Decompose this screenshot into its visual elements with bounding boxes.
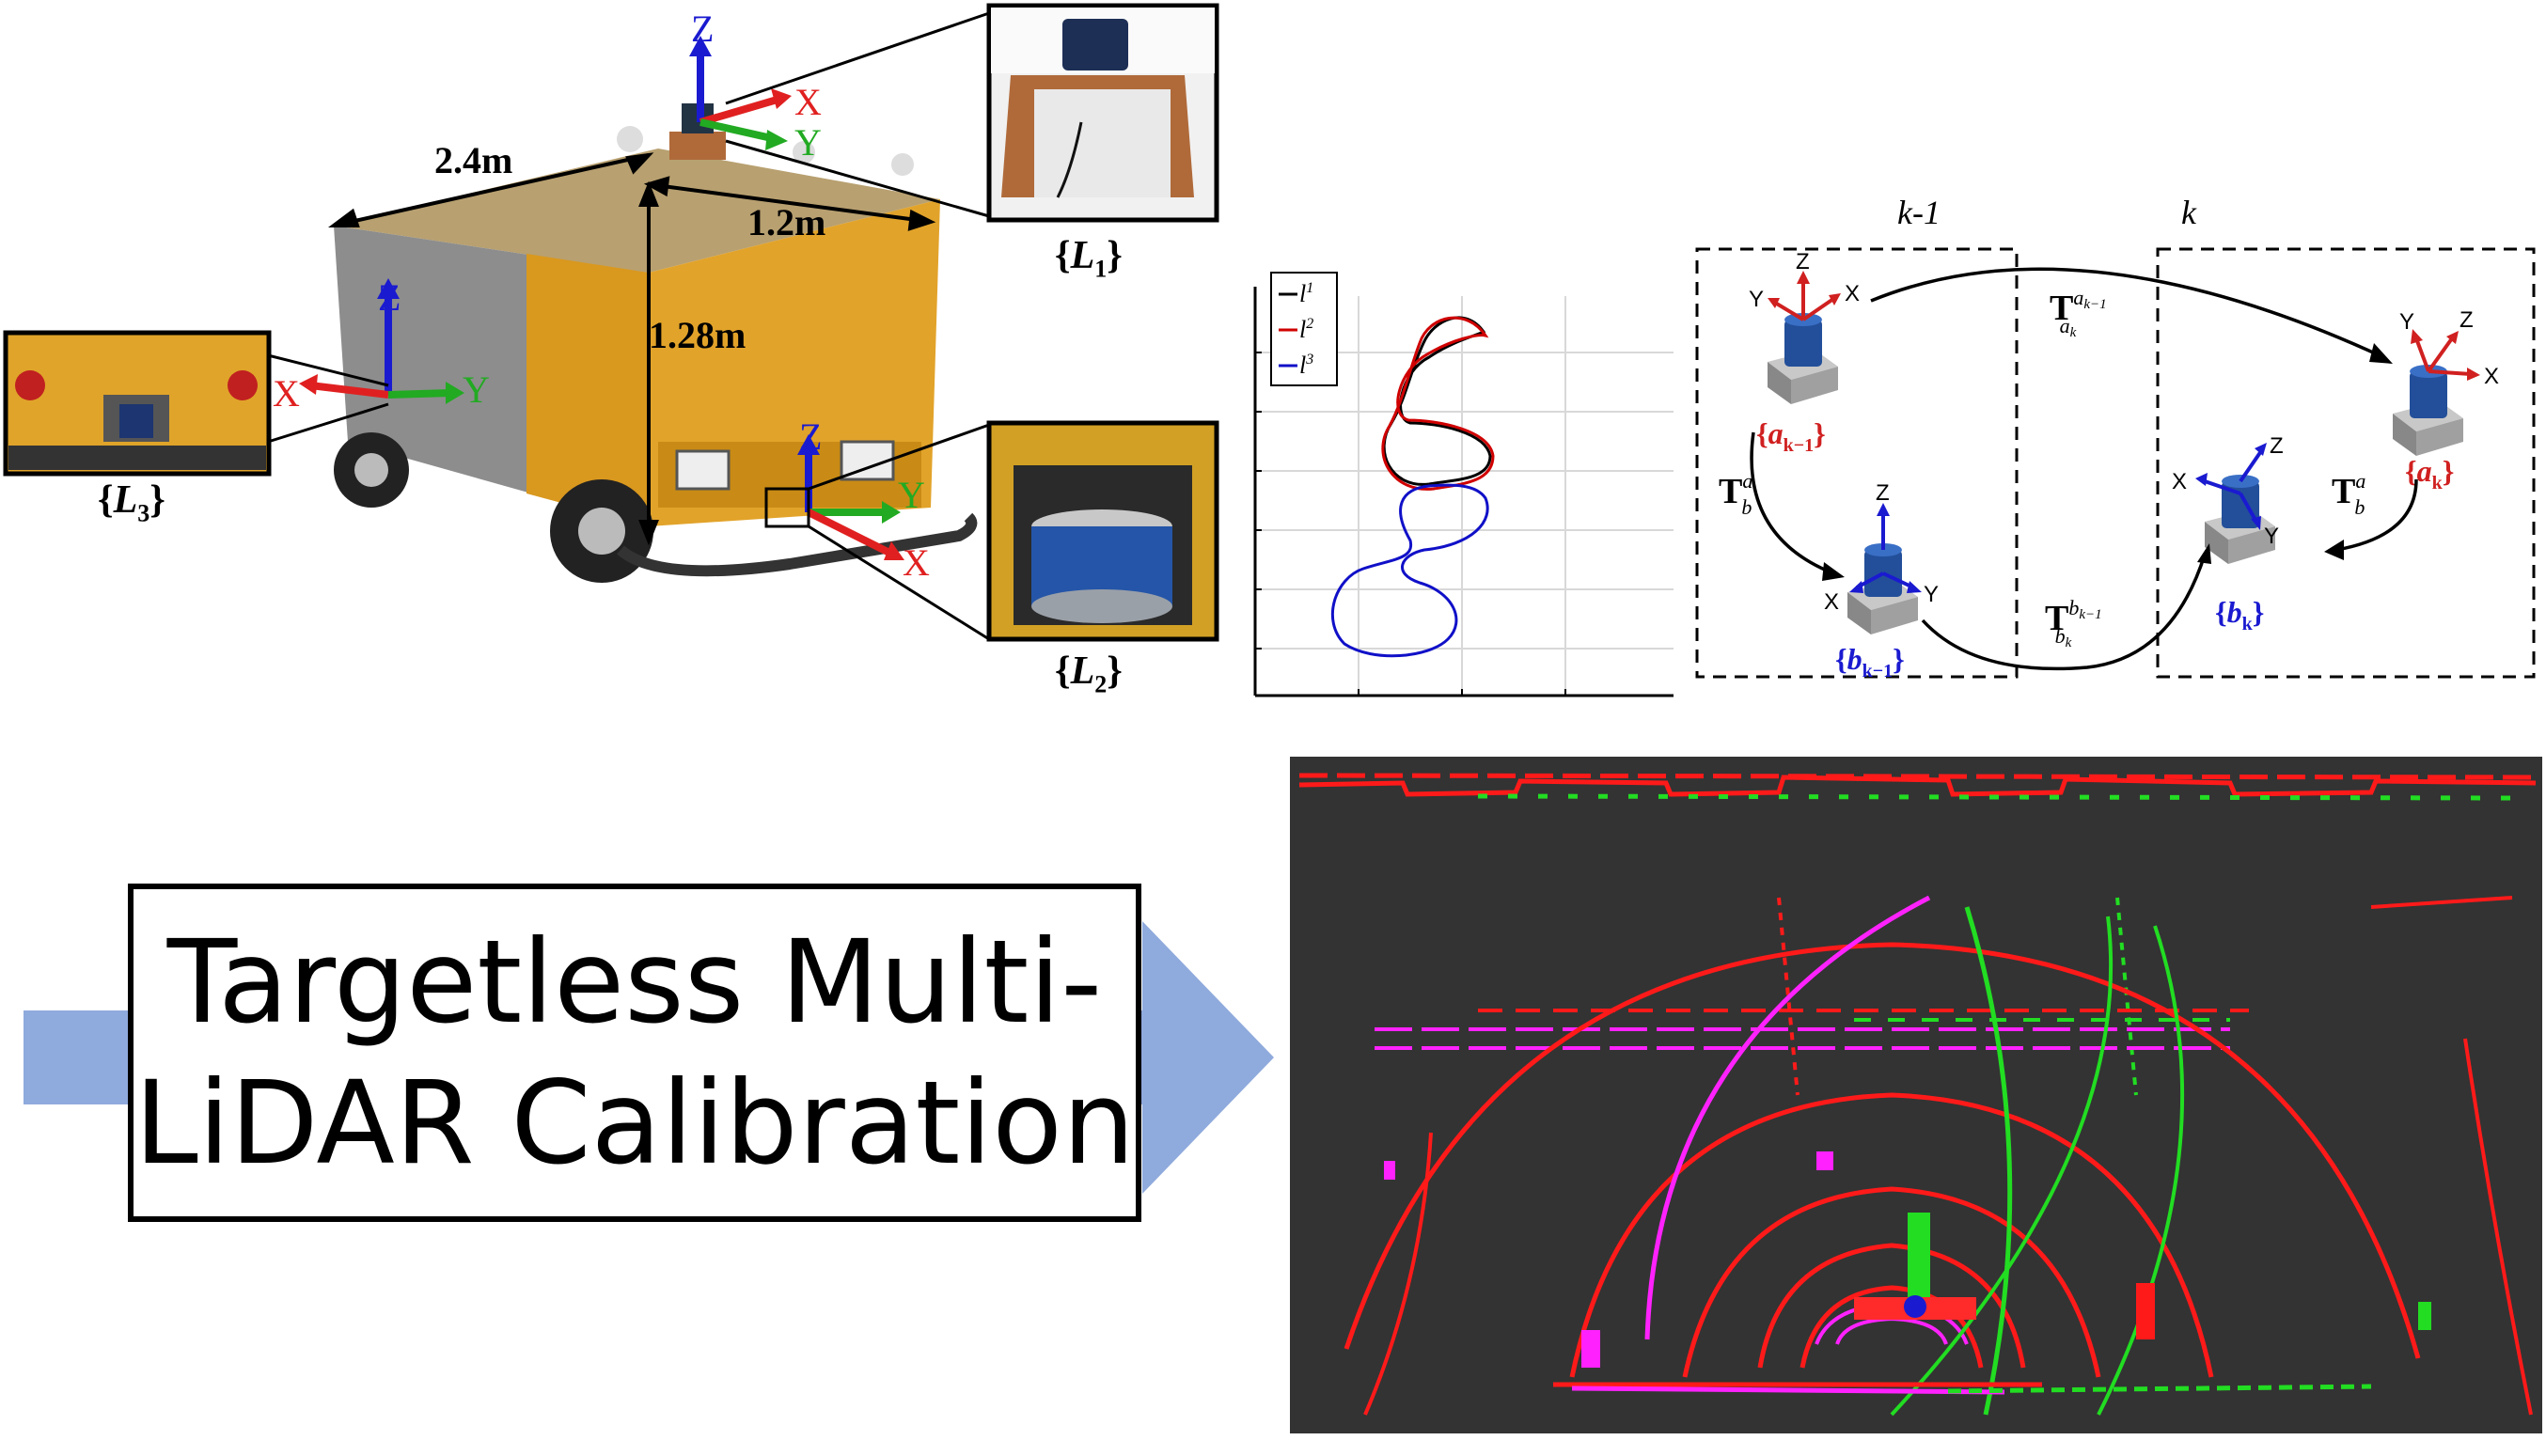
title-line-1: Targetless Multi- — [166, 916, 1103, 1049]
a-prev-z-label: Z — [1796, 249, 1810, 274]
a-curr-y-label: Y — [2399, 309, 2414, 335]
lidar2-y-label: Y — [898, 474, 925, 516]
a-prev-x-label: X — [1845, 281, 1860, 306]
b-prev-y-label: Y — [1924, 582, 1939, 607]
lidar1-z-label: Z — [691, 8, 714, 50]
lidar3-z-label: Z — [378, 276, 401, 319]
b-prev-label: {bk−1} — [1835, 642, 1905, 681]
legend-l1: l1 — [1299, 280, 1313, 307]
inset-l2-label: {L2} — [1055, 650, 1123, 698]
b-curr-x-label: X — [2172, 469, 2187, 494]
pointcloud-shelves — [1375, 1009, 2249, 1050]
trajectory-plot: l1 l2 l3 — [1253, 272, 1674, 697]
title-line-2: LiDAR Calibration — [134, 1057, 1136, 1190]
trajectory-l1 — [1382, 316, 1492, 486]
a-prev-label: {ak−1} — [1756, 416, 1826, 456]
lidar1-y-label: Y — [794, 121, 822, 164]
pointcloud-rings — [1344, 895, 2421, 1417]
plot-ticks — [1255, 352, 1566, 696]
lidar2-z-label: Z — [799, 415, 822, 458]
b-prev-x-label: X — [1824, 589, 1839, 615]
trajectory-l2 — [1381, 316, 1495, 491]
vehicle-body — [334, 103, 978, 583]
lidar3-x-label: X — [273, 372, 300, 415]
frame-prev-box — [1695, 247, 2019, 679]
pointcloud-view — [1290, 757, 2542, 1433]
lidar2-x-label: X — [903, 541, 930, 584]
lidar1-axes — [689, 36, 792, 150]
a-curr-x-label: X — [2484, 364, 2499, 389]
b-curr-y-label: Y — [2264, 524, 2279, 549]
lidar3-y-label: Y — [463, 368, 490, 411]
frame-prev-label: k-1 — [1897, 194, 1941, 231]
a-prev-y-label: Y — [1749, 287, 1764, 312]
sensor-b-curr — [2195, 443, 2275, 564]
pointcloud-top-boundary — [1298, 773, 2537, 801]
pointcloud-walls — [1363, 896, 2533, 1416]
transform-arrowheads — [1822, 343, 2393, 581]
b-prev-z-label: Z — [1876, 480, 1890, 506]
pointcloud-clutter — [1384, 1151, 2431, 1368]
b-curr-z-label: Z — [2270, 433, 2284, 459]
inset-l3-label: {L3} — [98, 478, 165, 527]
trajectory-l3 — [1330, 483, 1489, 658]
title-box: Targetless Multi- LiDAR Calibration — [128, 884, 1141, 1222]
inset-l1-photo — [986, 3, 1219, 223]
calibration-diagram: k-1 k Z Y X {ak−1} Z X Y {bk−1} — [1695, 194, 2536, 681]
legend-l2: l2 — [1299, 316, 1313, 343]
dim-height-label: 1.28m — [649, 314, 746, 356]
sensor-a-prev — [1768, 271, 1841, 404]
dim-length-label: 2.4m — [434, 139, 512, 181]
legend-l3: l3 — [1299, 352, 1313, 379]
dim-width-label: 1.2m — [747, 201, 825, 243]
vehicle-figure: 2.4m 1.2m 1.28m Z X Y Z X Y Z Y X — [3, 3, 1219, 642]
a-curr-z-label: Z — [2460, 307, 2474, 333]
a-curr-label: {ak} — [2405, 454, 2454, 493]
inset-l1-label: {L1} — [1055, 234, 1123, 283]
b-curr-label: {bk} — [2215, 595, 2264, 634]
frame-curr-box — [2156, 247, 2536, 679]
inset-l3-photo — [3, 330, 272, 477]
lidar1-x-label: X — [794, 81, 822, 123]
transform-arrows — [1750, 267, 2418, 671]
sensor-a-curr — [2393, 329, 2480, 456]
inset-l2-photo — [986, 420, 1219, 642]
sensor-b-prev — [1847, 503, 1922, 634]
frame-curr-label: k — [2181, 194, 2197, 231]
inset-connectors — [267, 11, 990, 641]
pointcloud-origin-axes — [1854, 1213, 1976, 1320]
lidar3-axes — [299, 278, 464, 404]
dimension-lines — [328, 152, 936, 546]
pointcloud-floor — [1553, 1382, 2372, 1395]
